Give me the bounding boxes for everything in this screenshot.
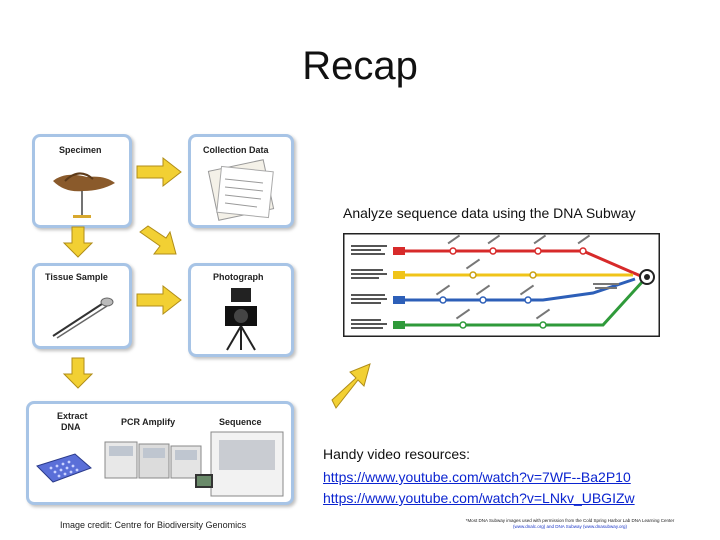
footnote-line-1: *Most DNA Subway images used with permis… [465,518,675,523]
forceps-image [52,297,114,339]
specimen-label: Specimen [59,145,102,155]
photograph-panel: Photograph [188,263,294,357]
video-resources-heading: Handy video resources: [323,446,471,462]
lab-equipment-image [36,431,284,497]
pcr-amplify-label: PCR Amplify [121,417,176,427]
arrow-down-icon [62,225,94,259]
arrow-right-2-icon [135,284,183,316]
slide-title: Recap [302,44,418,88]
arrow-up-right-icon [328,360,372,414]
sequence-label: Sequence [219,417,262,427]
extract-dna-label-2: DNA [61,422,81,432]
collection-data-panel: Collection Data [188,134,294,228]
subway-caption: Analyze sequence data using the DNA Subw… [343,205,636,221]
tissue-sample-panel: Tissue Sample [32,263,132,349]
lab-process-panel: Extract DNA PCR Amplify Sequence [26,401,294,505]
specimen-image [53,172,115,218]
arrow-diagonal-down-icon [138,224,178,256]
notebook-image [207,159,275,221]
camera-image [225,288,257,351]
extract-dna-label-1: Extract [57,411,88,421]
footnote: *Most DNA Subway images used with permis… [420,518,720,530]
specimen-panel: Specimen [32,134,132,228]
dna-subway-map [342,232,661,338]
footnote-line-2: (www.dnalc.org) and DNA Subway (www.dnas… [513,524,627,529]
collection-data-label: Collection Data [203,145,269,155]
subway-map-svg [342,232,661,338]
video-link-2[interactable]: https://www.youtube.com/watch?v=LNkv_UBG… [323,490,635,506]
arrow-down-2-icon [62,356,94,390]
arrow-right-icon [135,156,183,188]
video-link-1[interactable]: https://www.youtube.com/watch?v=7WF--Ba2… [323,469,631,485]
image-credit: Image credit: Centre for Biodiversity Ge… [60,520,247,530]
tissue-sample-label: Tissue Sample [45,272,108,282]
photograph-label: Photograph [213,272,264,282]
